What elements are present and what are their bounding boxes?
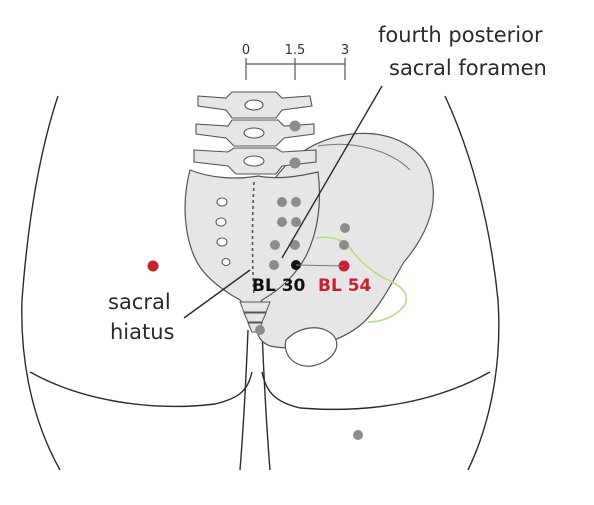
acupoint — [353, 430, 363, 440]
vertebra-l4-arch — [245, 100, 263, 110]
foramen-label-line1: fourth posterior — [378, 23, 543, 47]
hiatus-label-line1: sacral — [108, 290, 171, 314]
acupoint — [270, 240, 280, 250]
vertebra-s1-arch — [244, 156, 264, 166]
gluteal-cleft-left — [240, 330, 248, 470]
foramen-left-2 — [216, 218, 226, 226]
acupoint — [339, 240, 349, 250]
scale-label-3: 3 — [341, 43, 349, 58]
acupoint — [291, 197, 301, 207]
gluteal-cleft-right — [262, 330, 270, 470]
hiatus-label-line2: hiatus — [110, 320, 175, 344]
acupoint — [340, 223, 350, 233]
bl30-label: BL 30 — [252, 276, 306, 296]
vertebra-l5-arch — [244, 128, 264, 138]
scale-label-1-5: 1.5 — [285, 43, 306, 58]
acupoint — [277, 217, 287, 227]
acupoint — [255, 325, 265, 335]
coccyx-segment-1 — [240, 302, 270, 312]
acupoint — [269, 260, 279, 270]
acupoint — [290, 158, 301, 169]
red-point-left — [148, 261, 159, 272]
foramen-left-1 — [217, 198, 227, 206]
foramen-left-4 — [222, 259, 230, 266]
acupoint — [291, 217, 301, 227]
scale-label-0: 0 — [242, 43, 250, 58]
left-buttock-line — [30, 372, 252, 406]
acupoint — [277, 197, 287, 207]
obturator-foramen — [285, 328, 336, 366]
right-buttock-line — [262, 372, 490, 409]
scale-bar — [246, 58, 345, 80]
coccyx-segment-2 — [244, 313, 266, 322]
acupoint — [290, 121, 301, 132]
foramen-left-3 — [217, 238, 227, 246]
bl54-label: BL 54 — [318, 276, 372, 296]
foramen-label-line2: sacral foramen — [389, 56, 547, 80]
left-flank-line — [22, 96, 60, 470]
right-flank-line — [445, 96, 499, 470]
